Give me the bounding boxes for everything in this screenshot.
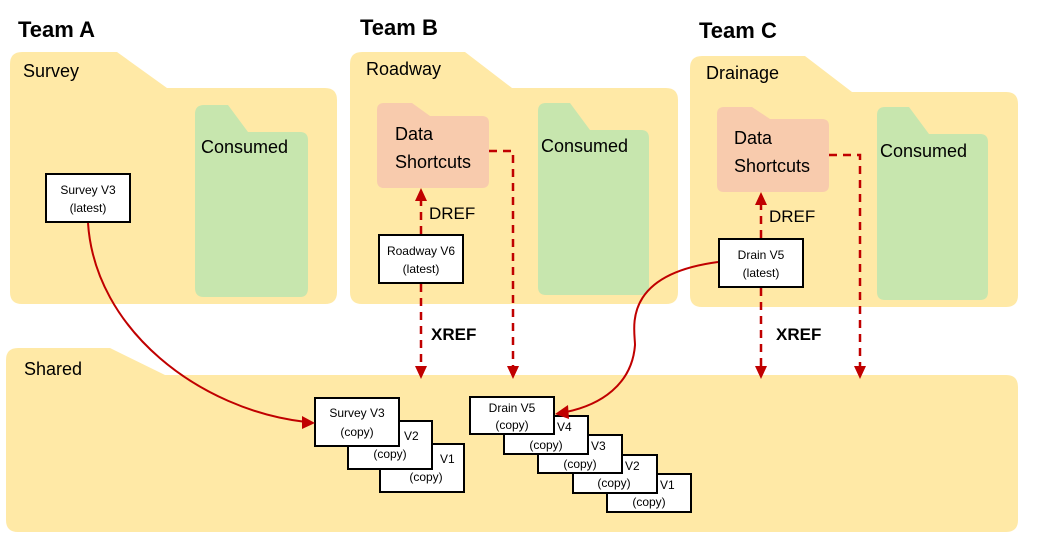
team-c-title: Team C bbox=[699, 18, 777, 43]
xref-label-b: XREF bbox=[431, 325, 476, 344]
survey-copy-arrow bbox=[87, 222, 307, 423]
team-b-title: Team B bbox=[360, 15, 438, 40]
arrowhead-drain-copy bbox=[555, 405, 569, 419]
svg-text:V1: V1 bbox=[440, 452, 455, 466]
shared-folder-label: Shared bbox=[24, 359, 82, 379]
svg-text:V4: V4 bbox=[557, 420, 572, 434]
consumed-folder-c bbox=[877, 107, 988, 300]
team-a-title: Team A bbox=[18, 17, 95, 42]
svg-text:(copy): (copy) bbox=[597, 476, 630, 490]
svg-text:Survey V3: Survey V3 bbox=[329, 406, 385, 420]
svg-text:V3: V3 bbox=[591, 439, 606, 453]
roadway-folder-label: Roadway bbox=[366, 59, 441, 79]
consumed-folder-b bbox=[538, 103, 649, 295]
file-tag: (latest) bbox=[743, 266, 780, 280]
arrowhead-shortcuts-b bbox=[507, 366, 519, 379]
file-name: Roadway V6 bbox=[387, 244, 455, 258]
drain-copy-arrow bbox=[565, 261, 719, 413]
drain-copy-v5[interactable]: Drain V5 (copy) bbox=[469, 396, 555, 435]
consumed-label-a: Consumed bbox=[201, 137, 288, 157]
data-shortcuts-folder-c bbox=[717, 107, 829, 192]
arrowhead-survey-copy bbox=[302, 416, 315, 429]
survey-folder-label: Survey bbox=[23, 61, 79, 81]
file-name: Survey V3 bbox=[60, 183, 116, 197]
consumed-folder-a bbox=[195, 105, 308, 297]
arrowhead-dref-c bbox=[755, 192, 767, 205]
svg-text:V1: V1 bbox=[660, 478, 675, 492]
survey-latest-file[interactable]: Survey V3 (latest) bbox=[45, 173, 131, 223]
file-tag: (latest) bbox=[403, 262, 440, 276]
arrowhead-xref-b bbox=[415, 366, 427, 379]
arrowhead-xref-c bbox=[755, 366, 767, 379]
data-shortcuts-label-c-line1: Data bbox=[734, 128, 773, 148]
data-shortcuts-label-b-line1: Data bbox=[395, 124, 434, 144]
file-tag: (latest) bbox=[70, 201, 107, 215]
consumed-label-b: Consumed bbox=[541, 136, 628, 156]
svg-text:(copy): (copy) bbox=[495, 418, 528, 432]
svg-text:Drain V5: Drain V5 bbox=[489, 401, 536, 415]
roadway-latest-file[interactable]: Roadway V6 (latest) bbox=[378, 234, 464, 284]
dref-label-b: DREF bbox=[429, 204, 475, 223]
svg-text:(copy): (copy) bbox=[409, 470, 442, 484]
svg-text:(copy): (copy) bbox=[529, 438, 562, 452]
data-shortcuts-label-c-line2: Shortcuts bbox=[734, 156, 810, 176]
drain-latest-file[interactable]: Drain V5 (latest) bbox=[718, 238, 804, 288]
svg-text:(copy): (copy) bbox=[340, 425, 373, 439]
shortcuts-to-shared-arrow-c bbox=[829, 153, 862, 366]
xref-label-c: XREF bbox=[776, 325, 821, 344]
shortcuts-to-shared-arrow-b bbox=[489, 149, 515, 366]
consumed-label-c: Consumed bbox=[880, 141, 967, 161]
svg-text:(copy): (copy) bbox=[632, 495, 665, 509]
arrowhead-dref-b bbox=[415, 188, 427, 201]
svg-text:V2: V2 bbox=[625, 459, 640, 473]
svg-text:V2: V2 bbox=[404, 429, 419, 443]
file-name: Drain V5 bbox=[738, 248, 785, 262]
drainage-folder-label: Drainage bbox=[706, 63, 779, 83]
dref-label-c: DREF bbox=[769, 207, 815, 226]
data-shortcuts-label-b-line2: Shortcuts bbox=[395, 152, 471, 172]
survey-copy-v3[interactable]: Survey V3 (copy) bbox=[314, 397, 400, 447]
data-shortcuts-folder-b bbox=[377, 103, 489, 188]
arrowhead-shortcuts-c bbox=[854, 366, 866, 379]
svg-text:(copy): (copy) bbox=[563, 457, 596, 471]
svg-text:(copy): (copy) bbox=[373, 447, 406, 461]
